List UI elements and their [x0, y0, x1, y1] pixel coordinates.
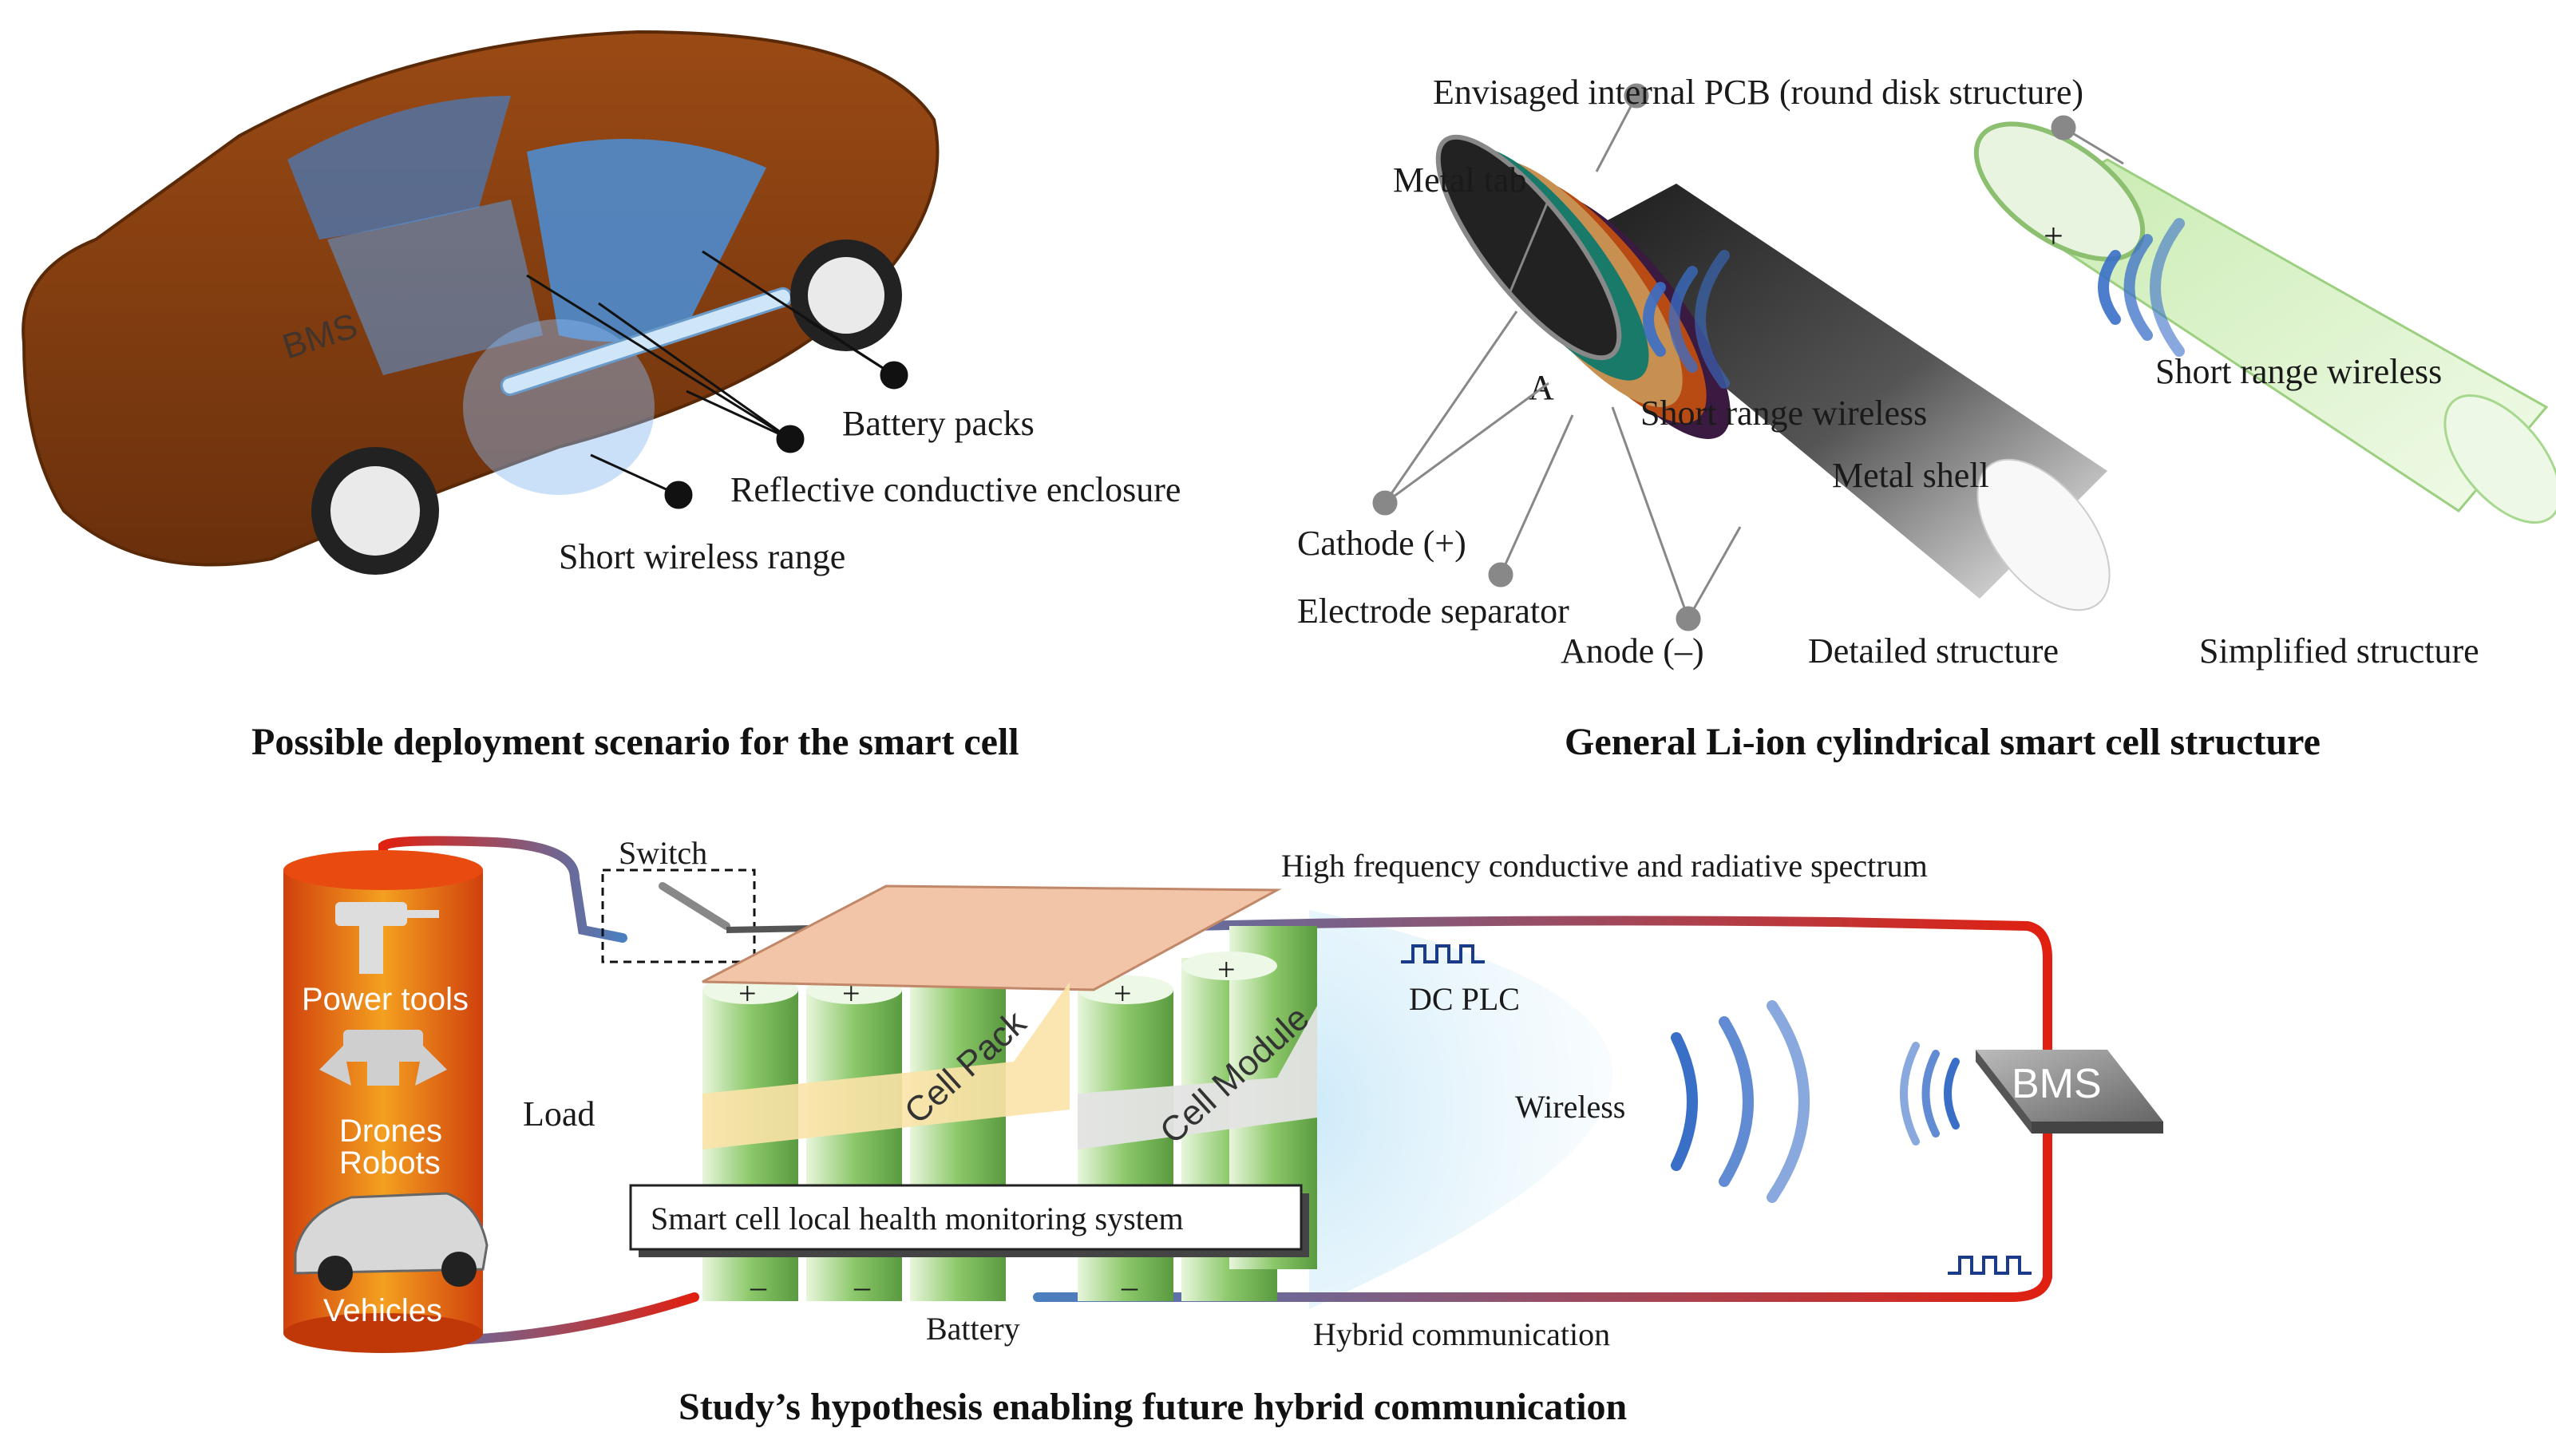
load-cylinder: [283, 850, 489, 1353]
switch-lever: [659, 882, 730, 930]
drones-label: Drones: [339, 1114, 442, 1149]
plus-4: +: [1217, 952, 1236, 987]
cell-shell: [1557, 184, 2107, 599]
battery-packs-dot: [880, 361, 908, 390]
enclosure-dot: [776, 425, 805, 453]
car-window: [527, 139, 766, 342]
robots-label: Robots: [339, 1145, 441, 1181]
detailed-cell: A: [1435, 134, 2111, 611]
battery-label: Battery: [926, 1311, 1020, 1347]
plus-1: +: [738, 975, 757, 1011]
wireless-fan: [1309, 910, 1612, 1309]
monitoring-box: [629, 1184, 1303, 1251]
vehicle-icon: [294, 1192, 489, 1291]
bms-label: BMS: [2012, 1061, 2102, 1107]
minus-1: –: [750, 1268, 767, 1304]
power-tools-label: Power tools: [302, 982, 469, 1017]
minus-2: –: [853, 1268, 871, 1304]
switch-label: Switch: [619, 835, 707, 871]
short-range-wireless-label-2: Short range wireless: [2155, 352, 2442, 391]
cable-top-right: [997, 916, 2052, 1242]
bottom-caption: Study’s hypothesis enabling future hybri…: [679, 1386, 1627, 1428]
wireless-range-dot: [664, 481, 693, 509]
load-label: Load: [523, 1094, 595, 1134]
electrode-separator-label: Electrode separator: [1297, 592, 1569, 631]
plus-3: +: [1114, 975, 1132, 1011]
detailed-structure-label: Detailed structure: [1808, 631, 2059, 671]
car-cabin-glass: [327, 200, 543, 375]
anode-label: Anode (–): [1561, 631, 1704, 671]
metal-shell-label: Metal shell: [1832, 456, 1989, 495]
simplified-wireless-icon: [2098, 218, 2185, 357]
bms-block: [1976, 1050, 2163, 1134]
wireless-label: Wireless: [1515, 1089, 1625, 1125]
simplified-plus: +: [2044, 216, 2063, 255]
hybrid-label: Hybrid communication: [1313, 1316, 1610, 1352]
vehicles-label: Vehicles: [323, 1293, 442, 1328]
power-tools-icon: [335, 902, 439, 974]
car-windshield: [287, 96, 511, 239]
simplified-cell-end: [2443, 394, 2556, 524]
reflective-enclosure-label: Reflective conductive enclosure: [730, 470, 1181, 509]
detailed-wireless-icon: [1643, 250, 1730, 389]
cell-pack-band: [702, 982, 1070, 1149]
top-left-caption: Possible deployment scenario for the sma…: [251, 721, 1019, 763]
cell-pointers: [1372, 83, 2124, 631]
switch-box: [601, 868, 756, 963]
metal-tab-label: Metal tab: [1393, 160, 1526, 200]
cell-shell-end: [1976, 458, 2111, 611]
short-wireless-range-label: Short wireless range: [559, 537, 845, 576]
dc-plc-wave-icon: [1401, 944, 1485, 963]
battery-packs-label: Battery packs: [842, 404, 1035, 443]
car-illustration: BMS: [22, 30, 940, 575]
dc-plc-label: DC PLC: [1409, 981, 1520, 1017]
simplified-structure-label: Simplified structure: [2199, 631, 2479, 671]
wireless-wave-icon: [1671, 1000, 1810, 1203]
busbar: [702, 884, 1282, 991]
bms-wireless-icon: [1900, 1042, 1960, 1145]
drones-robots-icon: [319, 1030, 447, 1086]
wheel-rear: [790, 239, 902, 351]
minus-3: –: [1121, 1268, 1138, 1304]
simplified-cell: +: [1973, 121, 2556, 524]
car-pointers: [526, 250, 908, 509]
plc-wave-icon-2: [1948, 1256, 2032, 1275]
spectrum-label: High frequency conductive and radiative …: [1281, 848, 1928, 884]
short-range-wireless-label: Short range wireless: [1640, 394, 1927, 433]
cathode-label: Cathode (+): [1297, 524, 1466, 563]
pcb-label: Envisaged internal PCB (round disk struc…: [1433, 73, 2083, 112]
monitoring-label: Smart cell local health monitoring syste…: [651, 1201, 1184, 1236]
top-right-caption: General Li-ion cylindrical smart cell st…: [1565, 721, 2321, 763]
cable-top-left: [378, 836, 627, 943]
cell-module-band: [1078, 1006, 1317, 1149]
cable-bottom-right: [1033, 1232, 2052, 1302]
wheel-front: [311, 447, 439, 575]
